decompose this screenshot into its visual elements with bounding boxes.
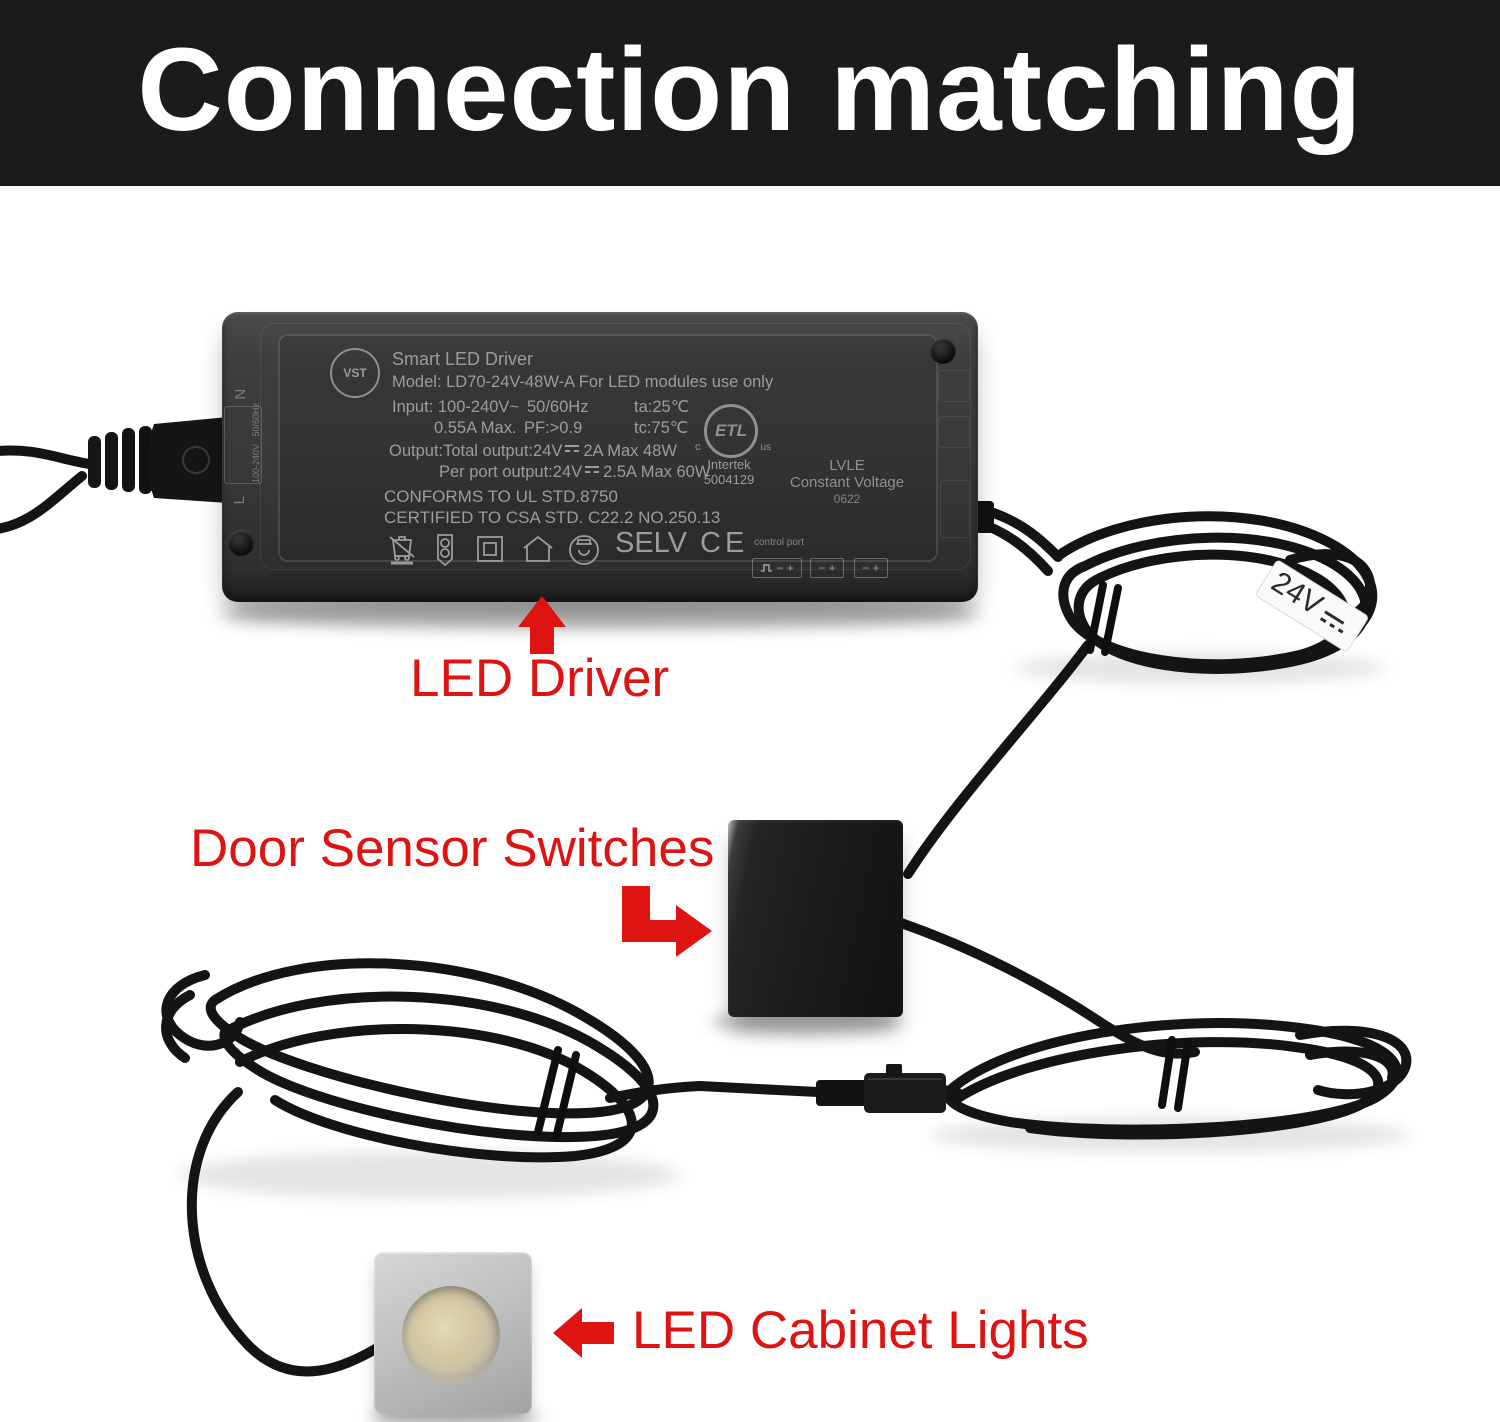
driver-output-total: Output:Total output:24V 2A Max 48W — [389, 442, 677, 460]
driver-input-label: Input: 100-240V~ — [392, 398, 520, 416]
output-port-outline — [938, 416, 970, 448]
output-port-outline — [940, 480, 970, 538]
led-driver-device: N 100-240V 50/60Hz L VST Smart LED Drive… — [222, 312, 978, 602]
lvle-line2: Constant Voltage — [789, 474, 905, 491]
door-sensor-annotation: Door Sensor Switches — [190, 819, 715, 878]
ac-cord-loop — [0, 471, 87, 534]
control-terminal: − + — [752, 558, 802, 578]
cable-connector-icon — [816, 1064, 946, 1113]
output-total-prefix: Output:Total output:24V — [389, 442, 563, 460]
door-sensor-switch-device — [728, 820, 903, 1017]
etl-number: 5004129 — [703, 472, 755, 487]
driver-label-panel — [278, 334, 938, 562]
terminal-polarity: − + — [776, 561, 794, 575]
ac-plug-icon — [88, 417, 228, 503]
led-light-lens — [402, 1286, 500, 1384]
mains-freq: 50/60Hz — [251, 402, 262, 437]
square-wave-icon — [761, 564, 773, 572]
weee-bin-icon — [389, 536, 415, 565]
ce-mark-icon: CE — [700, 527, 749, 559]
mains-rating-label: 100-240V 50/60Hz — [251, 403, 261, 483]
lvle-line1: LVLE — [829, 457, 865, 474]
driver-input-pf: PF:>0.9 — [524, 419, 583, 437]
output-port-outline — [938, 370, 970, 402]
terminal-polarity: − + — [818, 561, 836, 575]
led-cabinet-light-device — [374, 1252, 532, 1414]
driver-input-freq: 50/60Hz — [527, 398, 589, 416]
dc-symbol-icon — [585, 466, 600, 477]
dc-symbol-icon — [565, 445, 580, 456]
page-title: Connection matching — [137, 24, 1363, 156]
driver-input-current: 0.55A Max. — [434, 419, 517, 437]
output-total-suffix: 2A Max 48W — [583, 442, 677, 460]
ac-cord — [0, 445, 95, 469]
terminal-n-label: N — [232, 388, 250, 400]
driver-input-tc: tc:75℃ — [634, 419, 689, 437]
driver-chamfer-line — [260, 323, 971, 570]
lvle-date-code: 0622 — [833, 492, 861, 506]
selv-mark: SELV — [615, 527, 688, 559]
enclosure-icon — [569, 535, 599, 565]
driver-certified-line: CERTIFIED TO CSA STD. C22.2 NO.250.13 — [384, 508, 721, 527]
terminal-polarity: − + — [862, 561, 880, 575]
driver-input-ta: ta:25℃ — [634, 398, 690, 416]
terminal-l-label: L — [230, 496, 248, 505]
screw-icon — [930, 338, 956, 364]
output-port-prefix: Per port output:24V — [439, 463, 583, 481]
output-port-suffix: 2.5A Max 60W — [603, 463, 711, 481]
etl-mark-icon: ETL c us — [695, 404, 771, 458]
led-driver-annotation: LED Driver — [410, 649, 670, 708]
brand-logo: VST — [330, 348, 380, 398]
mains-port-outline — [224, 406, 262, 484]
indoor-use-icon — [523, 535, 553, 562]
cabinet-lights-annotation: LED Cabinet Lights — [632, 1301, 1089, 1360]
driver-conforms-line: CONFORMS TO UL STD.8750 — [384, 487, 618, 506]
etl-logo-text: ETL — [714, 421, 748, 440]
voltage-tag: 24V — [1256, 560, 1368, 652]
output-terminal: − + — [810, 558, 844, 578]
output-terminal: − + — [854, 558, 888, 578]
driver-model-line: Model: LD70-24V-48W-A For LED modules us… — [392, 373, 774, 391]
screw-icon — [228, 530, 254, 556]
header-banner: Connection matching — [0, 0, 1500, 186]
driver-product-name: Smart LED Driver — [392, 349, 534, 369]
etl-intertek: Intertek — [707, 457, 751, 472]
etl-us-text: us — [760, 442, 771, 453]
class-ii-icon — [477, 536, 503, 562]
brand-logo-text: VST — [343, 366, 367, 380]
driver-output-port: Per port output:24V 2.5A Max 60W — [439, 463, 710, 481]
control-port-label: control port — [754, 537, 805, 548]
fuse-icon — [437, 534, 453, 567]
mains-voltage: 100-240V — [251, 444, 262, 484]
etl-c-text: c — [695, 441, 701, 453]
